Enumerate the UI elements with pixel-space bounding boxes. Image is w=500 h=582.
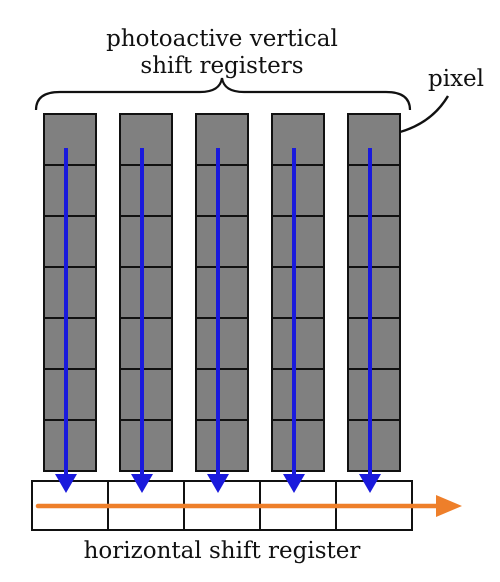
pixel-cell bbox=[347, 419, 401, 472]
pixel-cell bbox=[43, 368, 97, 421]
pixel-cell bbox=[347, 368, 401, 421]
vertical-transfer-arrows bbox=[55, 148, 381, 493]
pixel-cell bbox=[195, 419, 249, 472]
pixel-cell bbox=[195, 164, 249, 217]
pixel-cell bbox=[195, 215, 249, 268]
pixel-cell bbox=[271, 317, 325, 370]
pixel-cell bbox=[271, 215, 325, 268]
pixel-cell bbox=[271, 419, 325, 472]
pixel-cell bbox=[347, 317, 401, 370]
pixel-cell bbox=[119, 419, 173, 472]
registers-brace bbox=[34, 77, 412, 111]
pixel-cell bbox=[119, 215, 173, 268]
vertical-arrow-head bbox=[283, 474, 305, 493]
pixel-cell bbox=[271, 113, 325, 166]
pixel-cell bbox=[271, 164, 325, 217]
pixel-cell bbox=[43, 266, 97, 319]
vertical-transfer-arrow bbox=[55, 148, 77, 493]
pixel-cell bbox=[195, 266, 249, 319]
vertical-transfer-arrow bbox=[131, 148, 153, 493]
pixel-cell bbox=[195, 113, 249, 166]
pixel-cell bbox=[43, 317, 97, 370]
horizontal-register-label: horizontal shift register bbox=[84, 538, 361, 564]
pixel-cell bbox=[271, 266, 325, 319]
pixel-cell bbox=[347, 215, 401, 268]
pixel-cell bbox=[119, 266, 173, 319]
vertical-arrow-head bbox=[207, 474, 229, 493]
pixel-cell bbox=[119, 113, 173, 166]
vertical-transfer-arrow bbox=[283, 148, 305, 493]
vertical-register-column bbox=[119, 113, 173, 472]
pixel-cell bbox=[43, 215, 97, 268]
vertical-shift-registers bbox=[43, 113, 401, 472]
pixel-label: pixel bbox=[428, 66, 484, 92]
vertical-register-column bbox=[347, 113, 401, 472]
pixel-cell bbox=[119, 164, 173, 217]
pixel-cell bbox=[43, 113, 97, 166]
vertical-register-column bbox=[195, 113, 249, 472]
pixel-cell bbox=[119, 317, 173, 370]
pixel-cell bbox=[347, 113, 401, 166]
pixel-cell bbox=[271, 368, 325, 421]
horizontal-arrow-head bbox=[436, 495, 462, 517]
pixel-cell bbox=[43, 164, 97, 217]
pixel-cell bbox=[195, 368, 249, 421]
vertical-arrow-head bbox=[359, 474, 381, 493]
vertical-arrow-head bbox=[131, 474, 153, 493]
pixel-cell bbox=[347, 164, 401, 217]
vertical-transfer-arrow bbox=[359, 148, 381, 493]
vertical-registers-title-line1: photoactive vertical bbox=[106, 26, 338, 52]
vertical-registers-title-line2: shift registers bbox=[140, 53, 303, 79]
pixel-cell bbox=[347, 266, 401, 319]
vertical-register-column bbox=[43, 113, 97, 472]
pixel-cell bbox=[43, 419, 97, 472]
vertical-arrow-head bbox=[55, 474, 77, 493]
pixel-cell bbox=[195, 317, 249, 370]
pixel-cell bbox=[119, 368, 173, 421]
horizontal-transfer-arrow-group bbox=[35, 495, 462, 517]
vertical-transfer-arrow bbox=[207, 148, 229, 493]
vertical-register-column bbox=[271, 113, 325, 472]
